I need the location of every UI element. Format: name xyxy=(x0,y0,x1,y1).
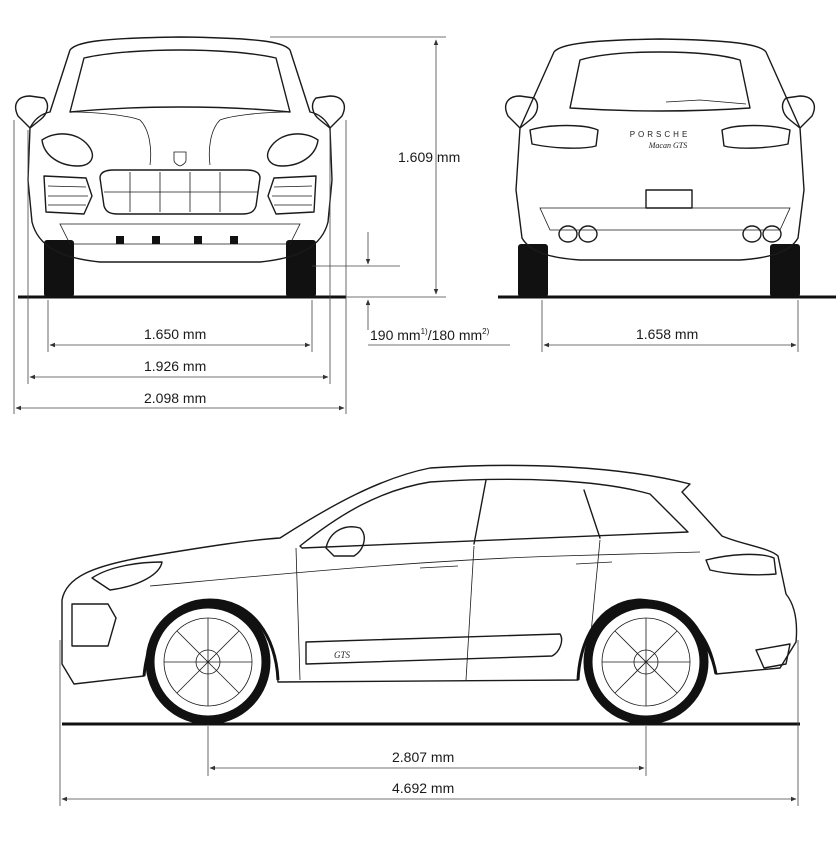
front-track-label: 1.650 mm xyxy=(144,326,206,342)
rear-track-label: 1.658 mm xyxy=(636,326,698,342)
front-left-tire xyxy=(44,240,74,297)
front-right-tire xyxy=(286,240,316,297)
rear-right-taillight xyxy=(721,124,791,149)
side-view: GTS xyxy=(59,464,800,806)
front-view: 1.609 mm 190 mm1)/180 mm2) 1.650 mm 1.92… xyxy=(13,36,510,414)
rear-wiper xyxy=(665,99,747,105)
rear-view: PORSCHE Macan GTS 1.658 mm xyxy=(498,38,836,352)
side-window-frame xyxy=(299,478,689,549)
front-left-headlight xyxy=(41,133,94,167)
width-with-mirrors-label: 2.098 mm xyxy=(144,390,206,406)
rear-wheel xyxy=(583,599,709,725)
rear-left-taillight xyxy=(529,124,599,149)
front-body-outline xyxy=(27,36,333,263)
rear-model-badge: Macan GTS xyxy=(648,141,687,150)
front-grille xyxy=(99,169,261,215)
rear-brand-lettering: PORSCHE xyxy=(630,130,691,139)
left-exhaust-tips xyxy=(558,225,598,243)
rear-left-mirror xyxy=(504,95,539,129)
front-right-intake xyxy=(267,175,317,215)
length-label: 4.692 mm xyxy=(392,780,454,796)
right-exhaust-tips xyxy=(742,225,782,243)
height-label: 1.609 mm xyxy=(398,149,460,165)
side-gts-badge: GTS xyxy=(334,650,351,660)
wheelbase-label: 2.807 mm xyxy=(392,749,454,765)
front-left-intake xyxy=(43,175,93,215)
rear-right-mirror xyxy=(781,95,816,129)
b-pillar xyxy=(473,479,487,545)
ground-clearance-label: 190 mm1)/180 mm2) xyxy=(370,327,490,343)
front-left-mirror xyxy=(14,95,49,129)
front-wheel xyxy=(145,599,271,725)
side-exhaust xyxy=(755,643,791,669)
rear-window xyxy=(569,51,751,112)
license-plate xyxy=(645,189,693,209)
rear-door-handle xyxy=(575,561,613,565)
rear-body-outline xyxy=(515,38,805,261)
side-blade xyxy=(305,633,563,665)
body-width-label: 1.926 mm xyxy=(144,358,206,374)
front-right-headlight xyxy=(266,133,319,167)
front-door-handle xyxy=(419,565,459,569)
rear-right-tire xyxy=(770,244,800,297)
side-mirror xyxy=(325,526,365,557)
front-windshield xyxy=(69,49,291,113)
side-taillight xyxy=(705,553,777,576)
side-front-intake xyxy=(71,603,117,647)
side-headlight xyxy=(91,561,163,591)
rear-left-tire xyxy=(518,244,548,297)
front-right-mirror xyxy=(311,95,346,129)
c-pillar xyxy=(583,489,601,539)
crest-icon xyxy=(173,151,187,167)
